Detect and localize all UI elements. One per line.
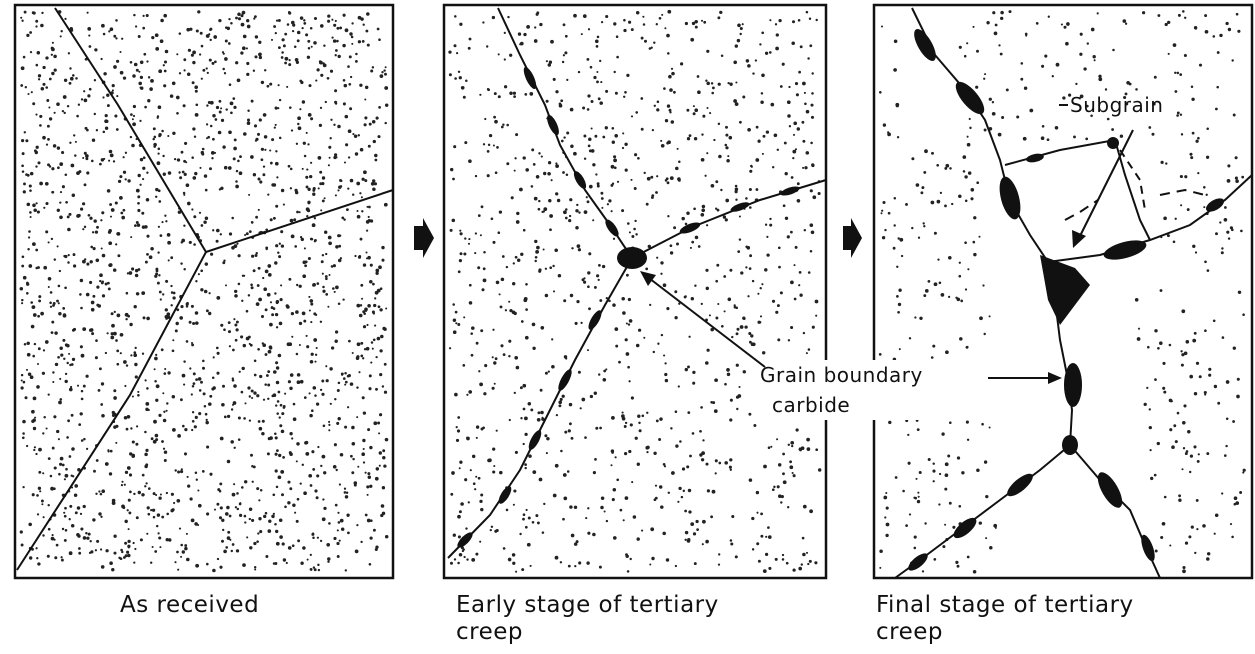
arrow-right-icon <box>414 218 434 258</box>
arrow-right-icon <box>843 218 862 258</box>
caption-panel-3: Final stage of tertiary creep <box>876 592 1134 646</box>
caption-line-1: As received <box>120 592 259 619</box>
carbide <box>1062 435 1078 455</box>
caption-panel-1: As received <box>120 592 259 619</box>
caption-line-1: Final stage of tertiary <box>876 592 1134 619</box>
gb-carbide-label-line2: carbide <box>772 393 850 417</box>
carbide <box>1064 363 1082 407</box>
panel-as-received <box>15 5 393 578</box>
subgrain-label: Subgrain <box>1070 93 1163 117</box>
panel-final-stage <box>874 5 1252 578</box>
panel-frame-2 <box>444 5 826 578</box>
caption-line-2: creep <box>876 619 1134 646</box>
caption-line-1: Early stage of tertiary <box>456 592 719 619</box>
carbide-triple-point <box>617 247 647 269</box>
carbide <box>1107 137 1119 149</box>
caption-panel-2: Early stage of tertiary creep <box>456 592 719 646</box>
gb-carbide-label-line1: Grain boundary <box>760 363 923 387</box>
panel-early-stage <box>444 5 826 578</box>
caption-line-2: creep <box>456 619 719 646</box>
